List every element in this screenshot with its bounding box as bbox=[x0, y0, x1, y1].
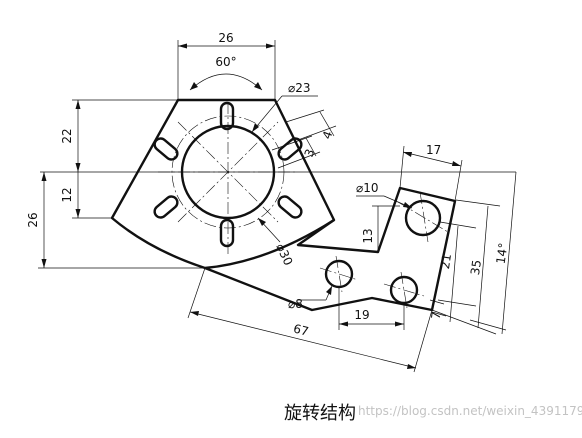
slot-upper-left bbox=[153, 137, 179, 161]
drawing-caption: 旋转结构 bbox=[284, 403, 356, 424]
watermark-text: https://blog.csdn.net/weixin_43911793 bbox=[358, 404, 582, 418]
dim-height-upper: 22 bbox=[60, 128, 74, 143]
dim-21: 21 bbox=[438, 253, 454, 270]
hole-10 bbox=[404, 199, 442, 237]
dim-19: 19 bbox=[354, 308, 369, 322]
dim-arm-height: 13 bbox=[361, 228, 375, 243]
dim-top-width: 26 bbox=[218, 31, 233, 45]
slot-bottom bbox=[219, 218, 235, 248]
dim-top-angle: 60° bbox=[215, 55, 236, 69]
dim-small-hole: ⌀8 bbox=[288, 297, 303, 311]
dim-height-total: 26 bbox=[26, 212, 40, 227]
arm-holes bbox=[324, 199, 442, 305]
dim-pcd: ⌀30 bbox=[273, 241, 295, 267]
slot-holes bbox=[153, 101, 303, 248]
dim-height-lower: 12 bbox=[60, 187, 74, 202]
dim-67: 67 bbox=[292, 321, 310, 338]
hole-8-left bbox=[324, 259, 354, 289]
slot-lower-left bbox=[153, 195, 179, 219]
dim-big-hole: ⌀10 bbox=[356, 181, 379, 195]
dim-angle-14: 14° bbox=[494, 242, 511, 265]
dimension-labels: 26 60° ⌀23 4 3 22 12 26 ⌀30 17 ⌀10 13 21… bbox=[26, 31, 510, 339]
dim-7: 7 bbox=[429, 311, 444, 321]
slot-upper-right bbox=[277, 137, 303, 161]
hole-8-right bbox=[389, 275, 419, 305]
slot-top bbox=[219, 101, 235, 131]
dim-35: 35 bbox=[468, 259, 484, 276]
dimension-lines bbox=[38, 40, 517, 373]
dim-slot-width: 4 bbox=[320, 129, 336, 141]
dim-arm-width: 17 bbox=[426, 143, 441, 157]
slot-lower-right bbox=[277, 195, 303, 219]
dim-hole-circle: ⌀23 bbox=[288, 81, 311, 95]
dim-slot-length: 3 bbox=[302, 147, 318, 159]
